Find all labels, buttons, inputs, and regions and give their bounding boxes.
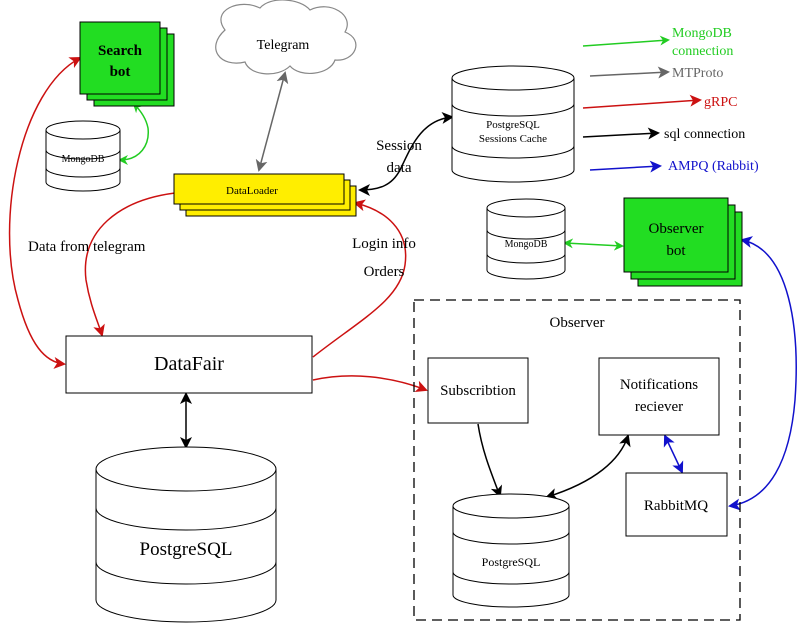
- edge-subscription-pgobserver: [477, 423, 503, 498]
- edge-label-orders: Orders: [364, 264, 405, 280]
- legend-sql-label: sql connection: [664, 127, 745, 142]
- pg-cache-label-1: PostgreSQL: [486, 119, 540, 131]
- observer-group-label: Observer: [550, 315, 605, 331]
- legend-ampq-label: AMPQ (Rabbit): [668, 159, 759, 174]
- mongodb-observer-label: MongoDB: [505, 239, 548, 250]
- legend: MongoDB connection MTProto gRPC sql conn…: [582, 26, 759, 174]
- legend-ampq-arrow: [589, 160, 662, 173]
- edge-label-login-info: Login info: [352, 236, 416, 252]
- legend-mtproto-label: MTProto: [672, 66, 723, 81]
- dataloader-node: DataLoader: [173, 173, 357, 217]
- dataloader-label: DataLoader: [226, 185, 278, 197]
- edge-pgcache-dataloader: [358, 111, 454, 196]
- edge-label-session-data-1: Session: [376, 138, 422, 154]
- legend-mongodb-arrow: [582, 35, 670, 47]
- mongodb-search-label: MongoDB: [62, 154, 105, 165]
- subscription-node: Subscribtion: [427, 357, 529, 424]
- legend-mongodb-label-2: connection: [672, 44, 733, 59]
- edge-notifications-pgobserver: [545, 434, 631, 500]
- mongodb-observer-node: MongoDB: [486, 198, 566, 280]
- notifications-reciever-node: Notifications reciever: [598, 357, 720, 436]
- edge-observerbot-rabbitmq: [728, 236, 797, 511]
- search-bot-node: Search bot: [79, 21, 175, 107]
- edge-label-session-data-2: data: [387, 160, 412, 176]
- telegram-cloud-node: Telegram: [215, 0, 357, 75]
- subscription-label: Subscribtion: [440, 383, 516, 399]
- legend-mongodb-label-1: MongoDB: [672, 26, 732, 41]
- edge-datafair-subscription: [312, 375, 428, 392]
- observer-bot-label-2: bot: [666, 243, 686, 259]
- legend-mtproto-arrow: [589, 66, 670, 79]
- postgresql-observer-label: PostgreSQL: [482, 555, 541, 569]
- edge-telegram-dataloader: [255, 71, 289, 172]
- search-bot-label-1: Search: [98, 43, 143, 59]
- pg-sessions-cache-node: PostgreSQL Sessions Cache: [451, 65, 575, 183]
- edge-datafair-dataloader: [312, 199, 407, 358]
- postgresql-observer-node: PostgreSQL: [452, 493, 570, 608]
- legend-sql-arrow: [582, 127, 660, 140]
- legend-grpc-arrow: [582, 94, 702, 109]
- mongodb-search-node: MongoDB: [45, 120, 121, 192]
- edge-dataloader-datafair: [84, 192, 176, 337]
- observer-group: Observer: [413, 299, 741, 621]
- observer-bot-label-1: Observer: [649, 221, 704, 237]
- legend-grpc-label: gRPC: [704, 95, 737, 110]
- edge-notifications-rabbitmq: [663, 434, 684, 474]
- search-bot-label-2: bot: [110, 64, 131, 80]
- telegram-label: Telegram: [257, 38, 310, 53]
- notifications-label-1: Notifications: [620, 377, 698, 393]
- rabbitmq-node: RabbitMQ: [625, 472, 728, 537]
- edge-mongodb-observerbot: [563, 238, 624, 251]
- observer-bot-node: Observer bot: [623, 197, 743, 287]
- notifications-label-2: reciever: [635, 399, 683, 415]
- pg-cache-label-2: Sessions Cache: [479, 133, 547, 145]
- datafair-node: DataFair: [65, 335, 313, 394]
- edge-mongodb-searchbot: [118, 102, 149, 165]
- postgresql-main-label: PostgreSQL: [140, 539, 233, 560]
- edge-label-data-from-telegram: Data from telegram: [28, 239, 146, 255]
- postgresql-main-node: PostgreSQL: [95, 446, 277, 623]
- rabbitmq-label: RabbitMQ: [644, 498, 708, 514]
- datafair-label: DataFair: [154, 353, 224, 375]
- edge-searchbot-datafair: [8, 57, 82, 369]
